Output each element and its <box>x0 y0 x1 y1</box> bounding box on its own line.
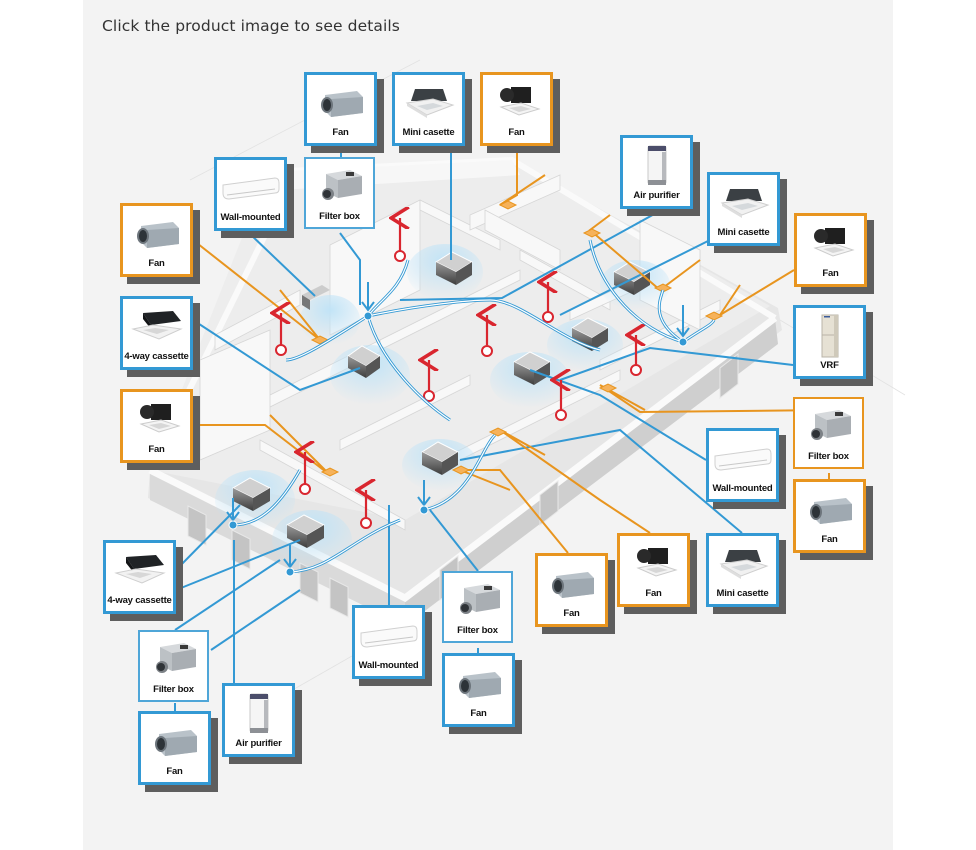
cassette-unit <box>231 477 272 511</box>
interior-walls <box>199 174 721 531</box>
exhaust-diffusers <box>310 200 724 477</box>
cassette-unit <box>434 251 474 285</box>
exhaust-grilles <box>275 250 642 529</box>
product-card-fan[interactable]: Fan <box>120 389 193 463</box>
wall-mounted-ac-icon <box>709 437 776 481</box>
four-way-cassette-icon <box>123 305 190 349</box>
cassette-unit <box>285 514 326 548</box>
wall-mounted-ac-icon <box>217 166 284 210</box>
product-card-fan[interactable]: Fan <box>442 653 515 727</box>
blue-leader-lines <box>174 149 794 711</box>
product-card-fan[interactable]: Fan <box>138 711 211 785</box>
mini-cassette-icon <box>709 542 776 586</box>
product-card-wall-mounted[interactable]: Wall-mounted <box>706 428 779 502</box>
ceiling-fan-icon <box>123 398 190 442</box>
air-purifier-icon <box>623 144 690 188</box>
supply-air-paths-inner <box>232 239 715 573</box>
product-card-mini-casette[interactable]: Mini casette <box>392 72 465 146</box>
filter-box-icon <box>444 579 511 623</box>
filter-box-icon <box>795 405 862 449</box>
wall-unit <box>302 285 330 310</box>
duct-fan-icon <box>538 562 605 606</box>
filter-box-icon <box>306 165 373 209</box>
cassette-unit <box>420 441 460 475</box>
four-way-cassette-icon <box>106 549 173 593</box>
supply-inlet-markers <box>228 311 688 577</box>
red-exhaust-arrows <box>281 218 636 520</box>
product-card-fan[interactable]: Fan <box>120 203 193 277</box>
duct-fan-icon <box>796 488 863 532</box>
product-card-filter-box[interactable]: Filter box <box>304 157 375 229</box>
mini-cassette-icon <box>710 181 777 225</box>
product-card-filter-box[interactable]: Filter box <box>138 630 209 702</box>
supply-inlets <box>226 282 690 569</box>
product-card-fan[interactable]: Fan <box>794 213 867 287</box>
ceiling-fan-icon <box>797 222 864 266</box>
duct-fan-icon <box>445 662 512 706</box>
product-card-mini-casette[interactable]: Mini casette <box>706 533 779 607</box>
product-card-fan[interactable]: Fan <box>793 479 866 553</box>
duct-fan-icon <box>123 212 190 256</box>
product-card-filter-box[interactable]: Filter box <box>442 571 513 643</box>
product-card-4-way-cassette[interactable]: 4-way cassette <box>103 540 176 614</box>
filter-box-icon <box>140 638 207 682</box>
product-card-vrf[interactable]: VRF <box>793 305 866 379</box>
product-card-4-way-cassette[interactable]: 4-way cassette <box>120 296 193 370</box>
product-card-wall-mounted[interactable]: Wall-mounted <box>214 157 287 231</box>
product-card-air-purifier[interactable]: Air purifier <box>222 683 295 757</box>
cassette-unit <box>347 345 381 378</box>
product-card-fan[interactable]: Fan <box>535 553 608 627</box>
product-card-fan[interactable]: Fan <box>480 72 553 146</box>
ceiling-fan-icon <box>620 542 687 586</box>
wall-mounted-ac-icon <box>355 614 422 658</box>
indoor-units <box>231 251 652 548</box>
product-card-mini-casette[interactable]: Mini casette <box>707 172 780 246</box>
product-card-fan[interactable]: Fan <box>617 533 690 607</box>
product-card-wall-mounted[interactable]: Wall-mounted <box>352 605 425 679</box>
product-card-filter-box[interactable]: Filter box <box>793 397 864 469</box>
air-purifier-icon <box>225 692 292 736</box>
mini-cassette-icon <box>395 81 462 125</box>
vrf-unit-icon <box>796 314 863 358</box>
product-card-fan[interactable]: Fan <box>304 72 377 146</box>
instruction-text: Click the product image to see details <box>102 17 400 35</box>
ceiling-fan-icon <box>483 81 550 125</box>
duct-fan-icon <box>141 720 208 764</box>
product-card-air-purifier[interactable]: Air purifier <box>620 135 693 209</box>
duct-fan-icon <box>307 81 374 125</box>
